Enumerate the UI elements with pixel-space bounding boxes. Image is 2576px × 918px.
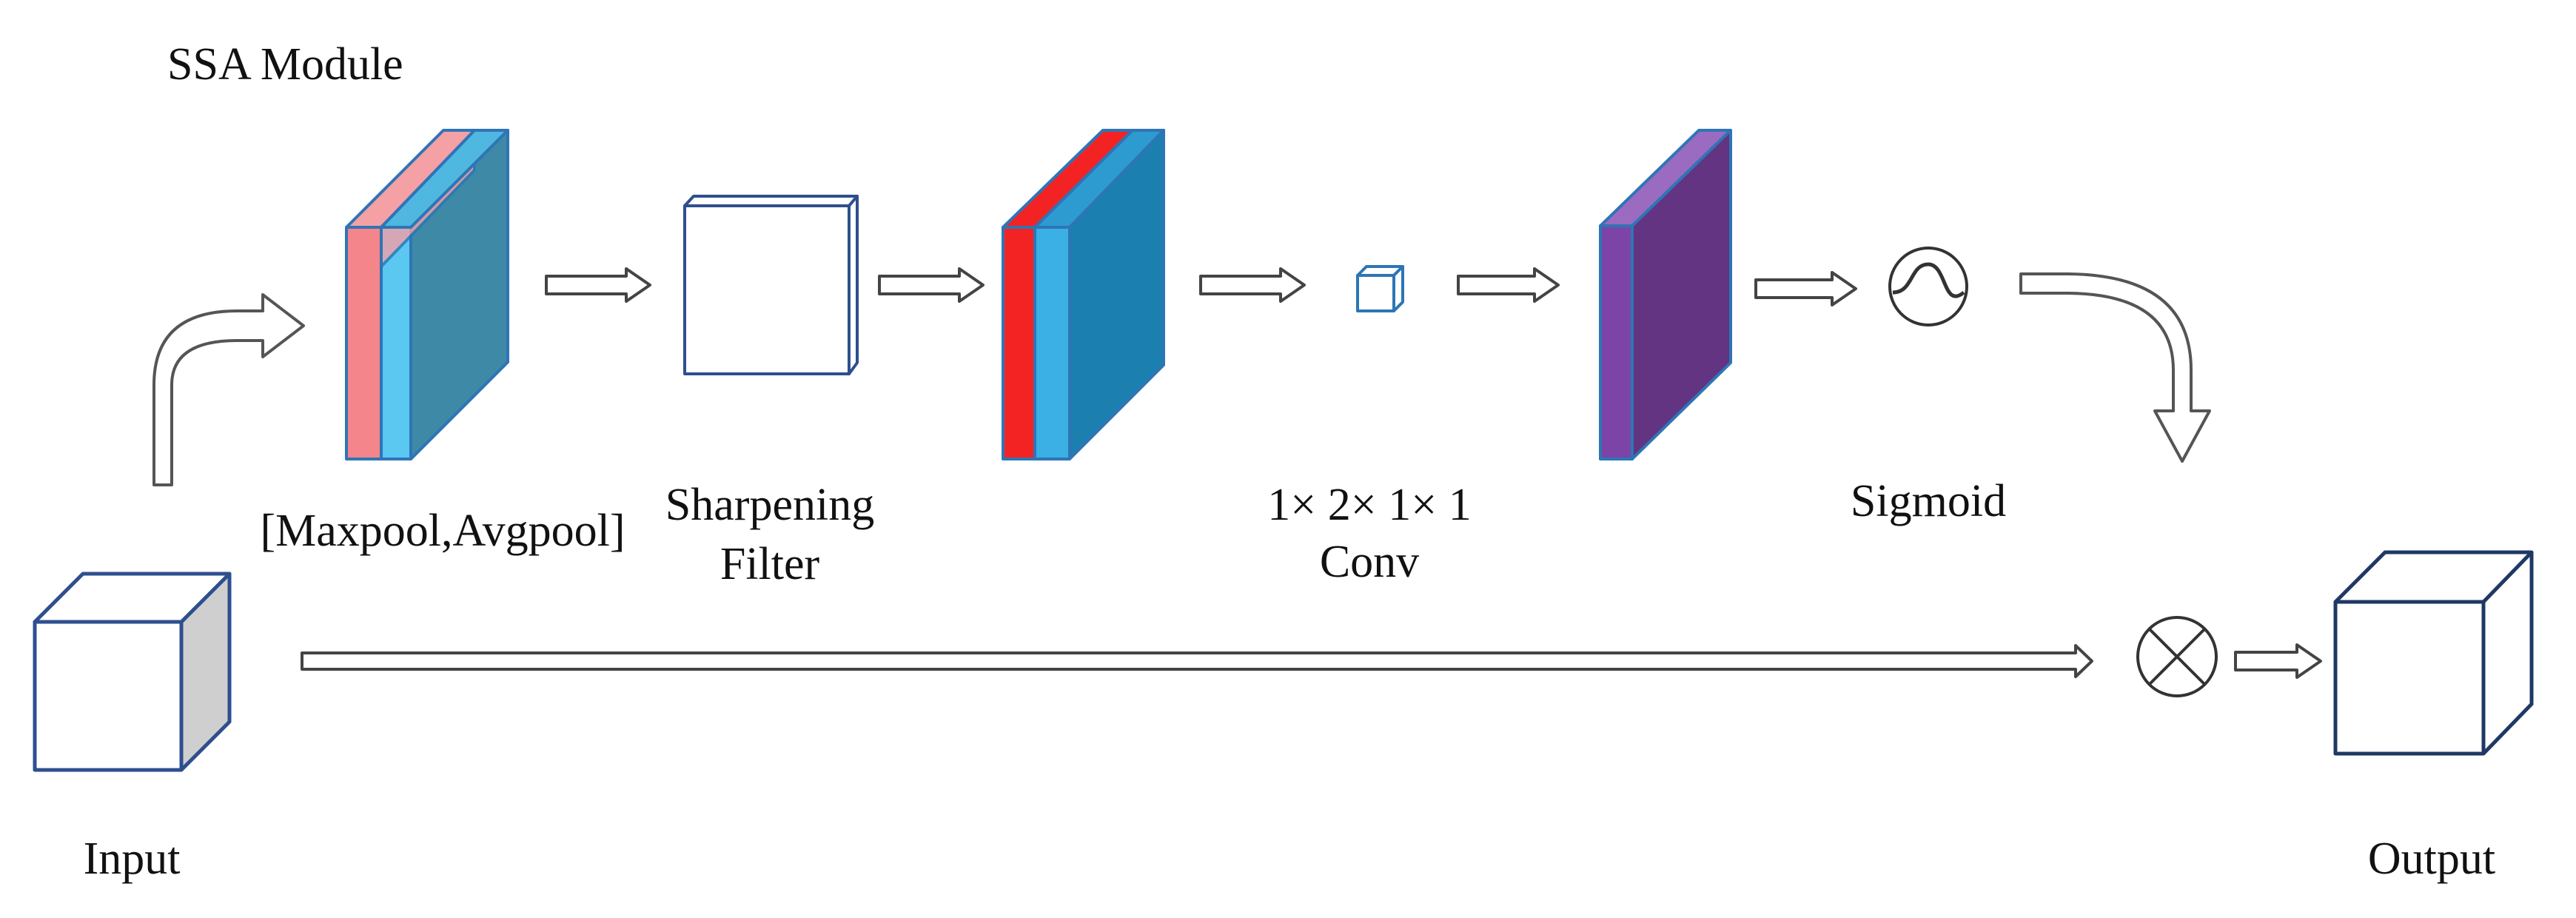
hollow-arrow-right-icon	[545, 267, 651, 303]
conv-label-line1: 1× 2× 1× 1	[1267, 480, 1472, 530]
hollow-arrow-right-icon	[878, 267, 985, 303]
conv-label-line2: Conv	[1319, 537, 1420, 587]
skip-connection-arrow	[301, 644, 2093, 678]
module-title: SSA Module	[167, 39, 403, 90]
conv-output-map	[1599, 129, 1732, 460]
input-cube	[33, 572, 232, 772]
hollow-arrow-right-icon	[1754, 271, 1857, 306]
conv-kernel-cube	[1356, 265, 1404, 312]
output-cube	[2333, 550, 2534, 756]
hollow-arrow-right-icon	[1199, 267, 1306, 303]
output-cube-front	[2333, 600, 2486, 756]
curved-arrow-down-icon	[2019, 272, 2211, 463]
sharpening-filter-box	[683, 195, 859, 375]
input-cube-front	[33, 620, 184, 772]
sigmoid-icon	[1888, 247, 1968, 326]
input-label: Input	[83, 834, 181, 884]
hollow-arrow-right-icon	[1457, 267, 1560, 303]
multiply-icon	[2136, 616, 2218, 697]
sigmoid-label: Sigmoid	[1850, 476, 2007, 526]
sharpening-label-line1: Sharpening	[665, 480, 875, 530]
filtered-feature-maps	[1002, 129, 1165, 460]
sharpening-label-line2: Filter	[720, 539, 820, 589]
hollow-arrow-right-icon	[2234, 643, 2322, 679]
hollow-arrows	[545, 267, 2322, 679]
pool-pink-slab	[345, 226, 383, 460]
pool-label: [Maxpool,Avgpool]	[260, 506, 625, 556]
output-label: Output	[2367, 834, 2496, 884]
filtered-red-slab	[1002, 226, 1036, 460]
curved-arrow-up-right-icon	[152, 293, 305, 486]
pool-feature-maps	[345, 129, 509, 460]
